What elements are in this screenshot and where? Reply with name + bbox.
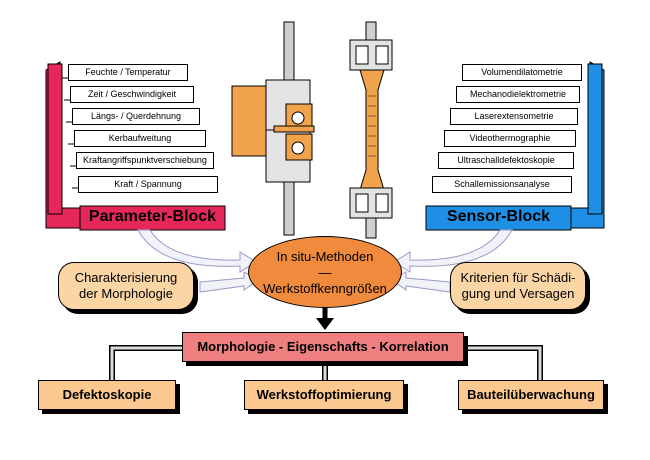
left-note-line-2: der Morphologie xyxy=(79,286,173,301)
sensor-block-title: Sensor-Block xyxy=(446,208,551,225)
output-material-optimization: Werkstoffoptimierung xyxy=(244,380,404,410)
tensile-specimen xyxy=(349,21,393,239)
output-defectoscopy: Defektoskopie xyxy=(38,380,176,410)
param-item-notch-opening: Kerbaufweitung xyxy=(74,130,206,147)
center-line-2: — xyxy=(318,265,332,280)
center-line-1: In situ-Methoden xyxy=(276,249,374,264)
sensor-item-acoustic-emission: Schallemissionsanalyse xyxy=(432,176,572,193)
param-item-humidity-temperature: Feuchte / Temperatur xyxy=(68,64,188,81)
param-item-force-stress: Kraft / Spannung xyxy=(78,176,218,193)
sensor-item-ultrasound-defectoscopy: Ultraschalldefektoskopie xyxy=(438,152,574,169)
sensor-block-stack xyxy=(425,61,605,231)
param-item-strain: Längs- / Querdehnung xyxy=(72,108,200,125)
ct-specimen-apparatus xyxy=(231,21,315,236)
parameter-block-stack xyxy=(45,61,226,231)
morphology-characterization-note: Charakterisierung der Morphologie xyxy=(58,262,194,310)
sensor-item-mechanodielectrometry: Mechanodielektrometrie xyxy=(456,86,580,103)
in-situ-methods-ellipse: In situ-Methoden — Werkstoffkenngrößen xyxy=(248,236,402,308)
center-line-3: Werkstoffkenngrößen xyxy=(263,281,387,296)
correlation-box: Morphologie - Eigenschafts - Korrelation xyxy=(182,332,464,362)
sensor-item-laser-extensometry: Laserextensometrie xyxy=(450,108,578,125)
param-item-time-speed: Zeit / Geschwindigkeit xyxy=(70,86,194,103)
inflow-arrows xyxy=(137,229,513,293)
output-component-monitoring: Bauteilüberwachung xyxy=(458,380,604,410)
parameter-block-title: Parameter-Block xyxy=(88,208,217,225)
failure-criteria-note: Kriterien für Schädi- gung und Versagen xyxy=(450,262,586,310)
right-note-line-1: Kriterien für Schädi- xyxy=(460,270,576,285)
left-note-line-1: Charakterisierung xyxy=(74,270,178,285)
sensor-item-volume-dilatometry: Volumendilatometrie xyxy=(462,64,582,81)
right-note-line-2: gung und Versagen xyxy=(461,286,575,301)
param-item-load-point-displacement: Kraftangriffspunktverschiebung xyxy=(76,152,214,169)
sensor-item-video-thermography: Videothermographie xyxy=(444,130,576,147)
